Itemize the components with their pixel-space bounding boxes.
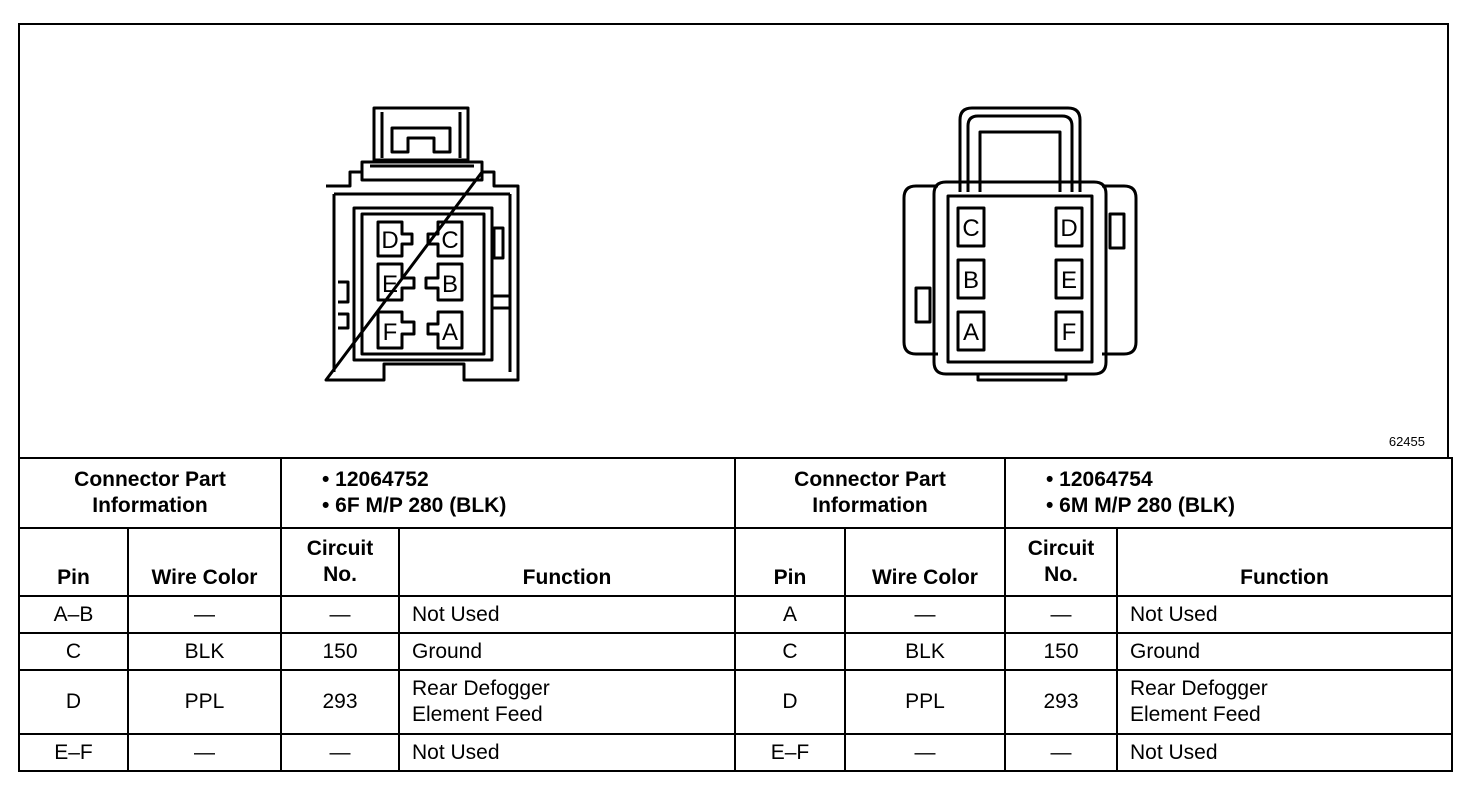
diagram-frame: D C E B F A: [18, 23, 1449, 457]
function-cell: Not Used: [1116, 733, 1453, 772]
circuit-cell: 150: [280, 632, 400, 671]
pin-label: F: [1062, 319, 1077, 346]
wire-color-cell: —: [844, 733, 1006, 772]
wire-color-cell: —: [127, 595, 282, 634]
right-part-numbers: • 12064754 • 6M M/P 280 (BLK): [1004, 457, 1453, 529]
circuit-cell: 293: [1004, 669, 1118, 735]
figure-number: 62455: [1388, 434, 1425, 449]
function-cell: Not Used: [398, 595, 736, 634]
wire-color-cell: PPL: [844, 669, 1006, 735]
pin-cell: C: [18, 632, 129, 671]
wire-color-cell: —: [127, 733, 282, 772]
function-cell: Rear Defogger Element Feed: [398, 669, 736, 735]
function-cell: Ground: [398, 632, 736, 671]
pinout-table: Connector Part Information • 12064752 • …: [18, 457, 1453, 772]
connector-diagram: D C E B F A: [324, 106, 1138, 382]
table-row: C BLK 150 Ground C BLK 150 Ground: [18, 632, 1453, 671]
pin-label: F: [383, 319, 398, 346]
pin-cell: E–F: [734, 733, 846, 772]
connector-info-row: Connector Part Information • 12064752 • …: [18, 457, 1453, 529]
wire-color-cell: BLK: [127, 632, 282, 671]
pin-cell: E–F: [18, 733, 129, 772]
circuit-cell: —: [280, 595, 400, 634]
pin-label: D: [1060, 215, 1077, 242]
function-cell: Rear Defogger Element Feed: [1116, 669, 1453, 735]
header-function: Function: [1116, 527, 1453, 597]
pin-label: C: [962, 215, 979, 242]
pin-cell: D: [734, 669, 846, 735]
pin-cell: D: [18, 669, 129, 735]
pin-label: B: [963, 267, 979, 294]
male-connector-drawing: [902, 106, 1138, 382]
header-pin: Pin: [734, 527, 846, 597]
pin-label: B: [442, 271, 458, 298]
circuit-cell: 150: [1004, 632, 1118, 671]
function-cell: Not Used: [398, 733, 736, 772]
column-header-row: Pin Wire Color Circuit No. Function Pin …: [18, 527, 1453, 597]
function-cell: Ground: [1116, 632, 1453, 671]
pin-label: E: [1061, 267, 1077, 294]
function-cell: Not Used: [1116, 595, 1453, 634]
table-row: A–B — — Not Used A — — Not Used: [18, 595, 1453, 634]
header-function: Function: [398, 527, 736, 597]
pin-label: D: [381, 227, 398, 254]
circuit-cell: —: [1004, 595, 1118, 634]
header-circuit: Circuit No.: [280, 527, 400, 597]
pin-label: A: [442, 319, 458, 346]
wire-color-cell: —: [844, 595, 1006, 634]
circuit-cell: 293: [280, 669, 400, 735]
table-row: E–F — — Not Used E–F — — Not Used: [18, 733, 1453, 772]
pin-label: A: [963, 319, 979, 346]
header-pin: Pin: [18, 527, 129, 597]
circuit-cell: —: [280, 733, 400, 772]
left-part-info-label: Connector Part Information: [18, 457, 282, 529]
header-circuit: Circuit No.: [1004, 527, 1118, 597]
right-part-info-label: Connector Part Information: [734, 457, 1006, 529]
circuit-cell: —: [1004, 733, 1118, 772]
pin-cell: A: [734, 595, 846, 634]
pin-cell: A–B: [18, 595, 129, 634]
header-wire-color: Wire Color: [844, 527, 1006, 597]
left-part-numbers: • 12064752 • 6F M/P 280 (BLK): [280, 457, 736, 529]
wire-color-cell: PPL: [127, 669, 282, 735]
pin-label: C: [441, 227, 458, 254]
pin-cell: C: [734, 632, 846, 671]
table-row: D PPL 293 Rear Defogger Element Feed D P…: [18, 669, 1453, 735]
header-wire-color: Wire Color: [127, 527, 282, 597]
pin-label: E: [382, 271, 398, 298]
female-connector-drawing: [324, 106, 520, 382]
wire-color-cell: BLK: [844, 632, 1006, 671]
